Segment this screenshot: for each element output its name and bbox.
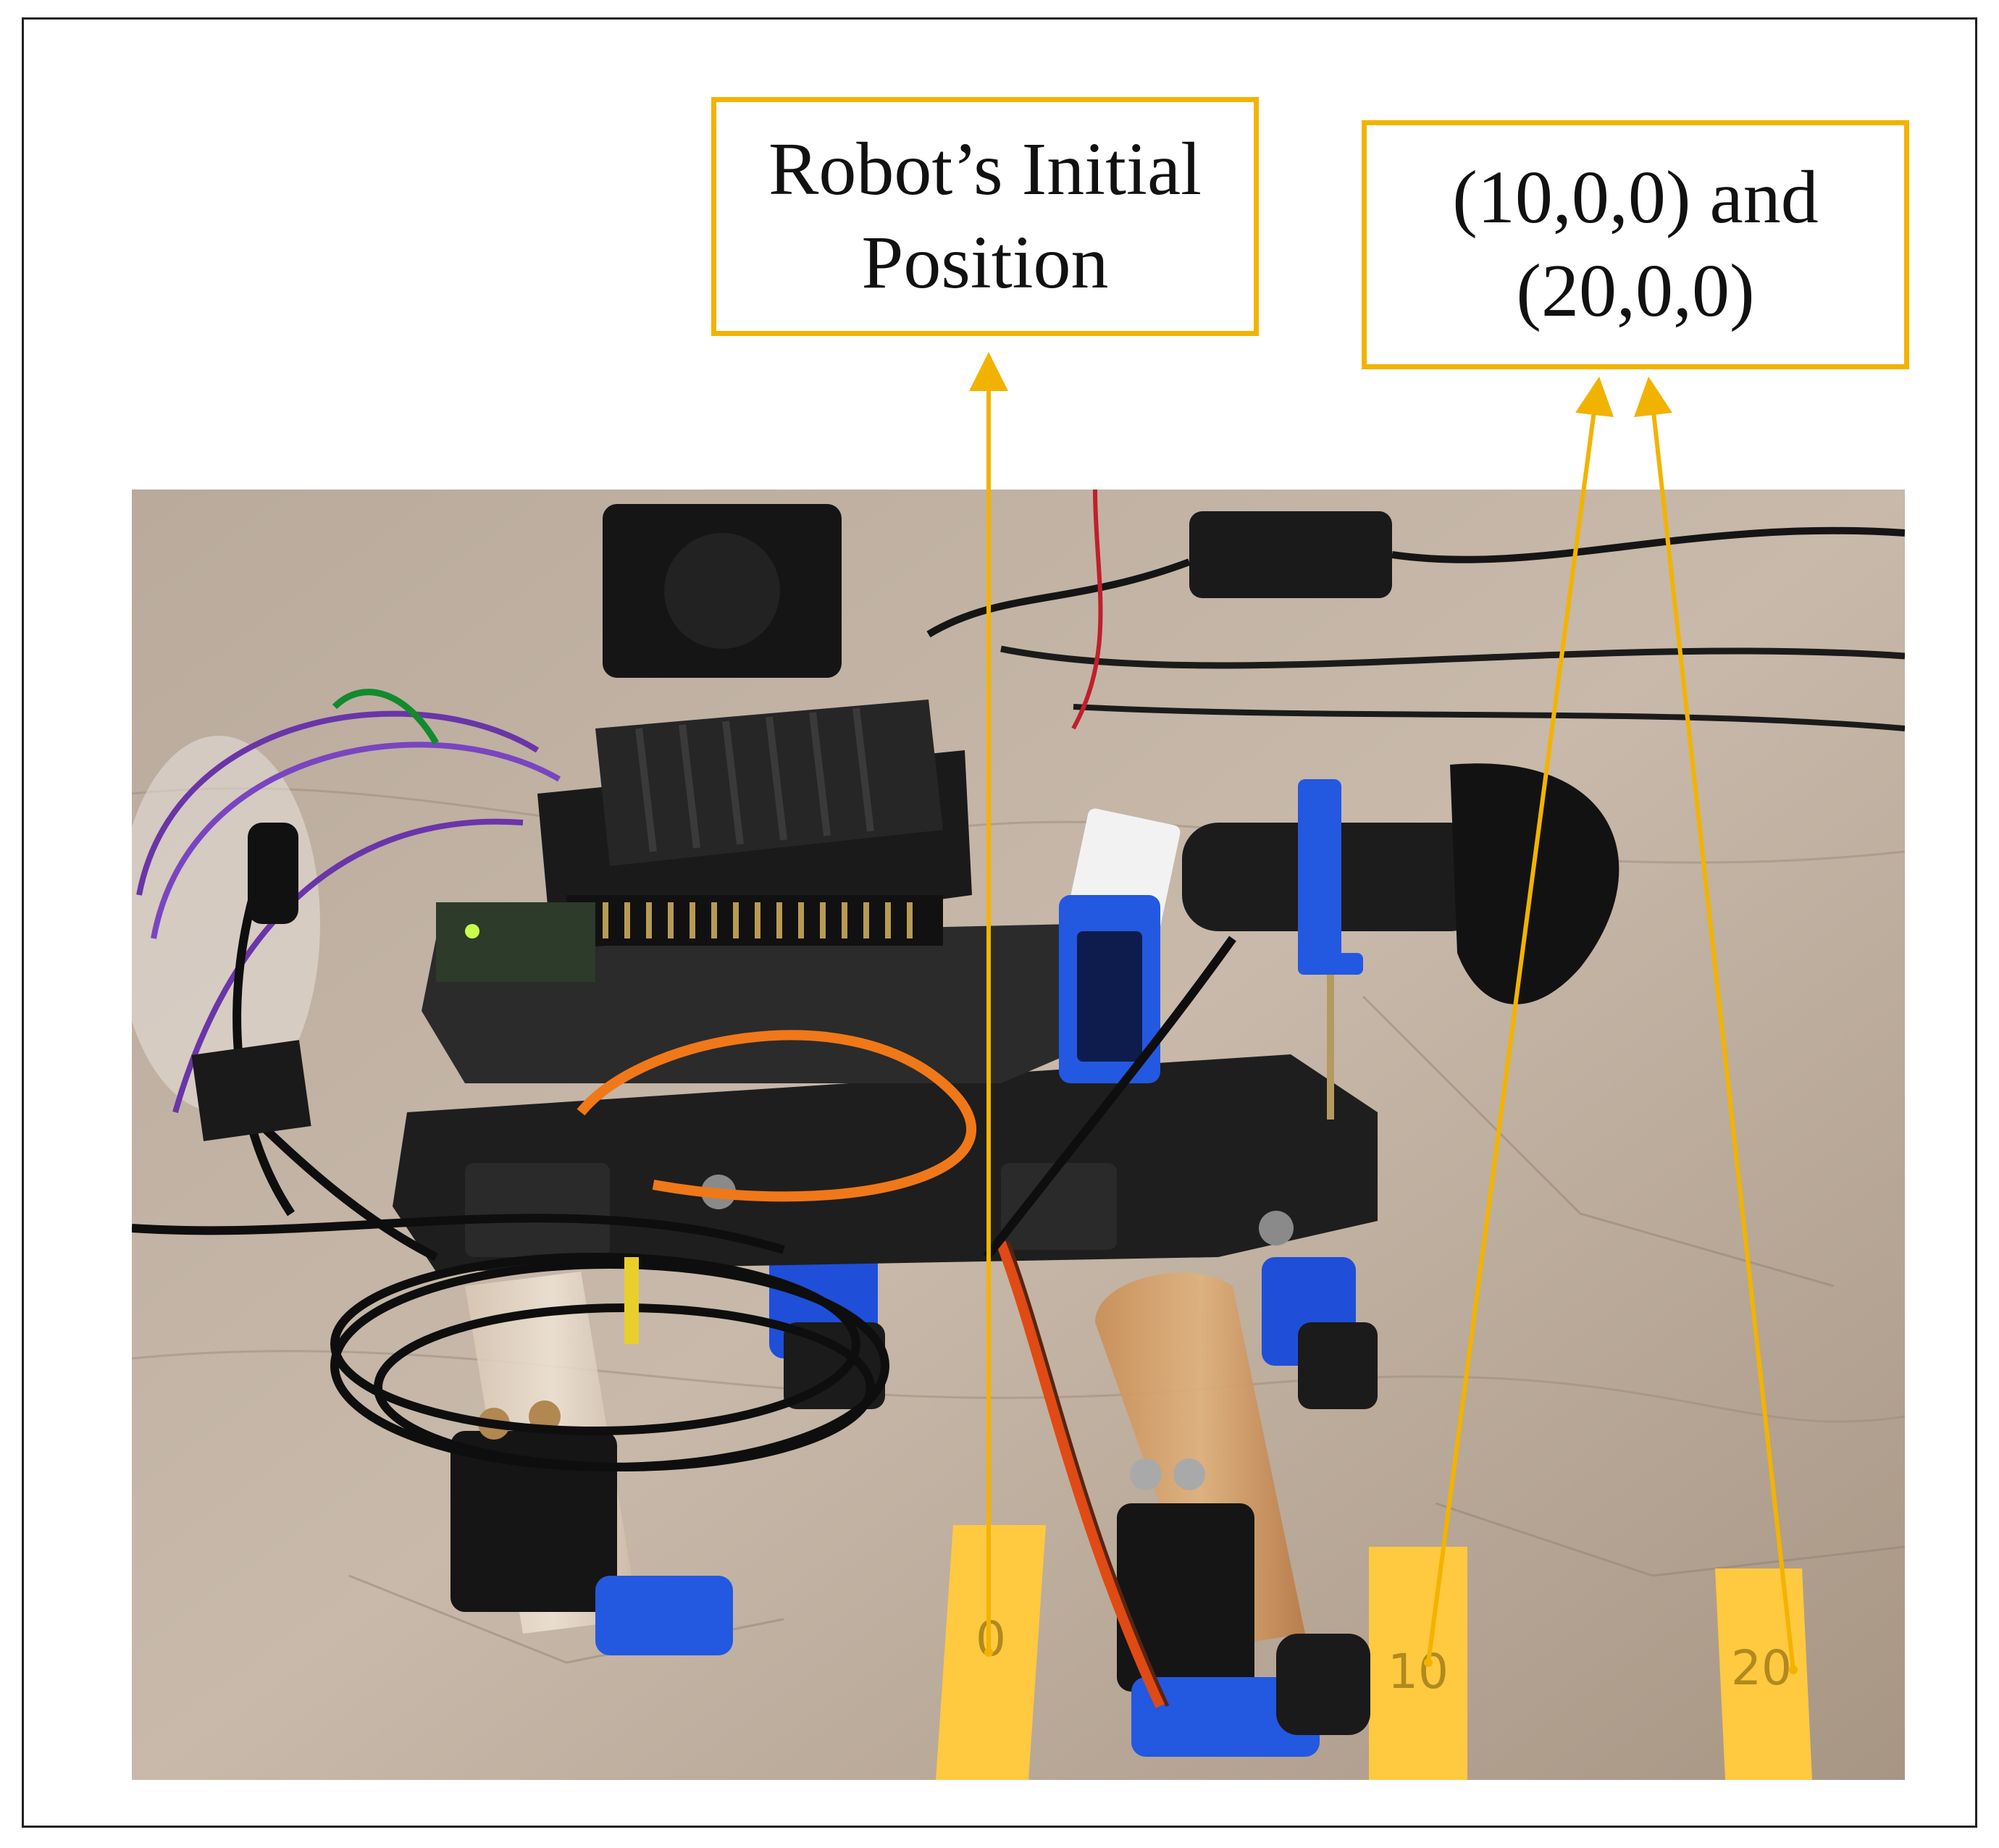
target-positions-callout: (10,0,0) and (20,0,0) <box>1362 120 1909 369</box>
power-adapter <box>1189 511 1392 598</box>
target-positions-line2: (20,0,0) <box>1516 249 1755 332</box>
robot-photo: 0 10 20 <box>132 490 1905 1780</box>
floor-marker-20-label: 20 <box>1731 1640 1792 1696</box>
initial-position-line1: Robot’s Initial <box>768 127 1202 211</box>
target-positions-line1: (10,0,0) and <box>1452 156 1819 240</box>
figure-frame <box>22 17 1977 1828</box>
floor-marker-0: 0 <box>936 1525 1046 1780</box>
floor-marker-10: 10 <box>1369 1547 1467 1780</box>
quadruped-robot <box>132 504 1619 1757</box>
floor-marker-20: 20 <box>1715 1568 1812 1780</box>
initial-position-callout: Robot’s Initial Position <box>711 97 1259 336</box>
floor-marker-0-label: 0 <box>976 1611 1006 1667</box>
initial-position-line2: Position <box>861 221 1109 304</box>
floor-marker-10-label: 10 <box>1388 1644 1449 1700</box>
